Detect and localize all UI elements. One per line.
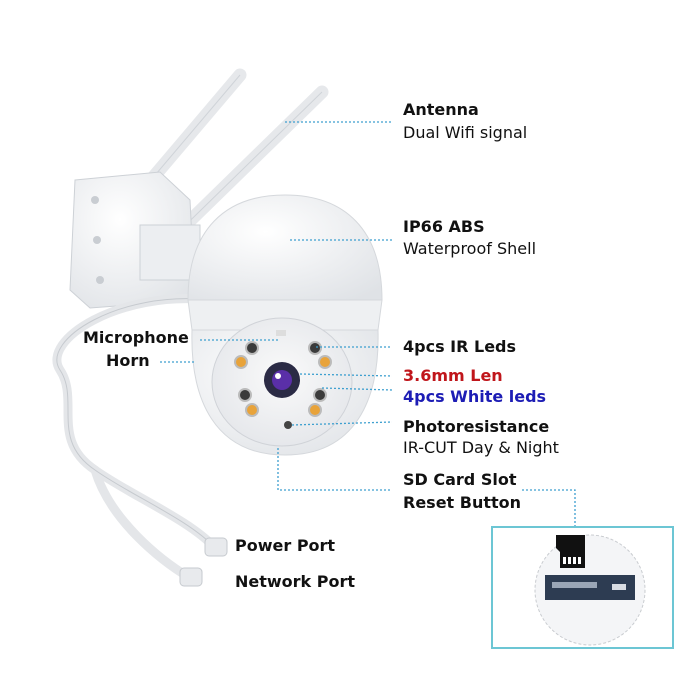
white-leds: [234, 355, 332, 417]
microphone-label: Microphone: [83, 328, 189, 347]
white-leds-label: 4pcs White leds: [403, 387, 547, 406]
horn-label: Horn: [106, 351, 150, 370]
photoresistor: [284, 421, 292, 429]
wall-mount-bracket: [69, 171, 201, 309]
camera-face: [211, 317, 353, 447]
shell-subtitle: Waterproof Shell: [403, 239, 537, 258]
photoresistance-title: Photoresistance: [403, 417, 550, 436]
ir-leds: [238, 341, 327, 402]
shell-title: IP66 ABS: [403, 217, 485, 236]
photoresistance-subtitle: IR-CUT Day & Night: [403, 438, 559, 457]
sd-card-inset: [491, 526, 674, 649]
leader-lines: [160, 121, 576, 527]
sd-card-subtitle: Reset Button: [403, 493, 522, 512]
antenna-subtitle: Dual Wifi signal: [403, 123, 528, 142]
lens-label: 3.6mm Len: [403, 366, 503, 385]
antenna-title: Antenna: [403, 100, 479, 119]
cables: [52, 294, 228, 587]
network-port-label: Network Port: [235, 572, 356, 591]
ir-leds-label: 4pcs IR Leds: [403, 337, 517, 356]
sd-card-title: SD Card Slot: [403, 470, 517, 489]
power-port-label: Power Port: [235, 536, 336, 555]
microphone-hole: [276, 330, 286, 336]
